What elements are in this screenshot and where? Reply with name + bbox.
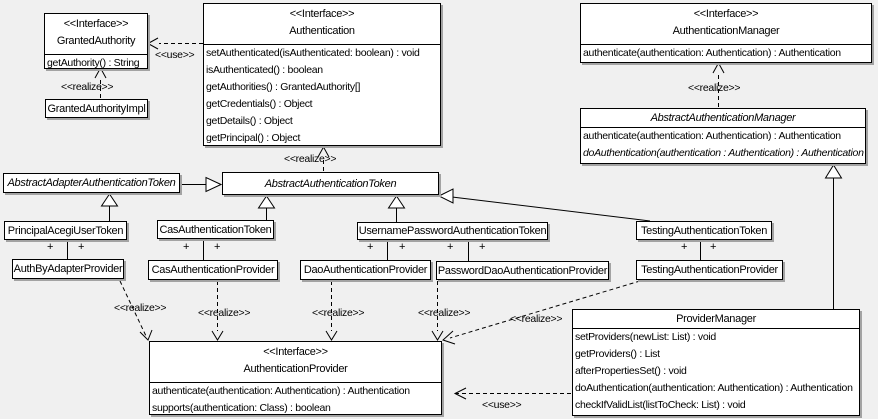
method: getPrincipal() : Object — [206, 132, 301, 144]
class-name: AbstractAdapterAuthenticationToken — [7, 177, 176, 189]
class-name: TestingAuthenticationProvider — [641, 264, 778, 276]
class-name: AuthByAdapterProvider — [13, 263, 123, 275]
class-name: DaoAuthenticationProvider — [303, 264, 428, 276]
edge-label-use: <<use>> — [482, 399, 522, 411]
method: afterPropertiesSet() : void — [575, 365, 687, 377]
method: setAuthenticated(isAuthenticated: boolea… — [206, 47, 420, 59]
class-password-dao-authentication-provider: PasswordDaoAuthenticationProvider — [436, 261, 609, 280]
class-title: <<Interface>> AuthenticationProvider — [150, 342, 441, 382]
method: isAuthenticated() : boolean — [206, 64, 323, 76]
stereotype: <<Interface>> — [63, 18, 129, 30]
edge-label-realize: <<realize>> — [61, 81, 114, 93]
class-granted-authority-impl: GrantedAuthorityImpl — [45, 99, 148, 118]
edge-label-realize: <<realize>> — [312, 307, 365, 319]
method: getProviders() : List — [575, 348, 660, 360]
method: supports(authentication: Class) : boolea… — [152, 402, 331, 414]
method: setProviders(newList: List) : void — [575, 331, 716, 343]
assoc-plus-label: + — [183, 241, 190, 253]
methods-compartment: setAuthenticated(isAuthenticated: boolea… — [204, 44, 440, 145]
class-testing-authentication-token: TestingAuthenticationToken — [636, 221, 772, 240]
class-name: AbstractAuthenticationToken — [264, 177, 397, 190]
assoc-plus-label: + — [399, 241, 406, 253]
stereotype: <<Interface>> — [263, 346, 328, 358]
class-title: <<Interface>> GrantedAuthority — [45, 14, 147, 54]
assoc-plus-label: + — [214, 241, 221, 253]
stereotype: <<Interface>> — [289, 8, 355, 20]
edge-label-realize: <<realize>> — [418, 307, 471, 319]
association-edges — [67, 239, 701, 262]
method: authenticate(authentication: Authenticat… — [583, 47, 841, 59]
assoc-plus-label: + — [479, 241, 486, 253]
edge-label-realize: <<realize>> — [114, 302, 167, 314]
method: getAuthorities() : GrantedAuthority[] — [206, 81, 361, 93]
class-title: <<Interface>> Authentication — [204, 4, 440, 44]
class-username-password-authentication-token: UsernamePasswordAuthenticationToken — [357, 222, 548, 240]
class-name: ProviderManager — [676, 313, 756, 325]
class-name: AbstractAuthenticationManager — [650, 112, 796, 124]
methods-compartment: setProviders(newList: List) : void getPr… — [573, 328, 859, 414]
class-abstract-authentication-manager: AbstractAuthenticationManager authentica… — [580, 108, 866, 164]
methods-compartment: authenticate(authentication: Authenticat… — [581, 127, 865, 162]
class-testing-authentication-provider: TestingAuthenticationProvider — [636, 260, 783, 280]
class-cas-authentication-token: CasAuthenticationToken — [157, 220, 274, 239]
class-dao-authentication-provider: DaoAuthenticationProvider — [300, 260, 431, 280]
method: getDetails() : Object — [206, 115, 293, 127]
stereotype: <<Interface>> — [693, 8, 759, 20]
assoc-plus-label: + — [447, 241, 454, 253]
class-name: CasAuthenticationProvider — [151, 264, 275, 276]
assoc-plus-label: + — [47, 241, 54, 253]
edge-label-realize: <<realize>> — [284, 153, 337, 165]
class-name: GrantedAuthorityImpl — [47, 102, 146, 115]
class-authentication-manager: <<Interface>> AuthenticationManager auth… — [580, 3, 872, 63]
class-name: UsernamePasswordAuthenticationToken — [358, 225, 547, 237]
method: doAuthentication(authentication : Authen… — [583, 147, 864, 159]
edge-label-realize: <<realize>> — [198, 307, 251, 319]
class-authentication-provider: <<Interface>> AuthenticationProvider aut… — [149, 341, 442, 415]
methods-compartment: getAuthority() : String — [45, 54, 147, 69]
class-authentication: <<Interface>> Authentication setAuthenti… — [203, 3, 441, 146]
methods-compartment: authenticate(authentication: Authenticat… — [150, 382, 441, 414]
method: checkIfValidList(listToCheck: List) : vo… — [575, 399, 746, 411]
class-name: Authentication — [289, 25, 355, 37]
assoc-plus-label: + — [710, 241, 717, 253]
class-name: PrincipalAcegiUserToken — [7, 224, 124, 237]
class-auth-by-adapter-provider: AuthByAdapterProvider — [12, 259, 124, 279]
method: getAuthority() : String — [47, 57, 140, 69]
assoc-plus-label: + — [78, 241, 85, 253]
class-name: CasAuthenticationToken — [159, 223, 272, 236]
methods-compartment: authenticate(authentication: Authenticat… — [581, 44, 871, 62]
edge-label-realize: <<realize>> — [688, 82, 741, 94]
class-name: AuthenticationProvider — [243, 363, 348, 375]
method: authenticate(authentication: Authenticat… — [583, 130, 841, 142]
method: doAuthentication(authentication: Authent… — [575, 382, 853, 394]
open-arrowheads — [94, 37, 725, 400]
class-title: <<Interface>> AuthenticationManager — [581, 4, 871, 44]
method: getCredentials() : Object — [206, 98, 313, 110]
class-abstract-authentication-token: AbstractAuthenticationToken — [222, 172, 439, 195]
edge-label-realize: <<realize>> — [510, 313, 563, 325]
class-provider-manager: ProviderManager setProviders(newList: Li… — [572, 309, 860, 416]
method: authenticate(authentication: Authenticat… — [152, 385, 410, 397]
assoc-plus-label: + — [367, 241, 374, 253]
class-name: PasswordDaoAuthenticationProvider — [437, 264, 608, 277]
class-name: GrantedAuthority — [56, 35, 136, 47]
class-granted-authority: <<Interface>> GrantedAuthority getAuthor… — [44, 13, 148, 69]
class-name: AuthenticationManager — [672, 25, 780, 37]
class-principal-acegi-user-token: PrincipalAcegiUserToken — [4, 221, 127, 240]
realize-use-edges — [100, 43, 719, 394]
edge-label-use: <<use>> — [155, 49, 195, 61]
class-name: TestingAuthenticationToken — [640, 224, 768, 237]
class-cas-authentication-provider: CasAuthenticationProvider — [148, 260, 278, 280]
assoc-plus-label: + — [681, 241, 688, 253]
class-abstract-adapter-authentication-token: AbstractAdapterAuthenticationToken — [3, 173, 180, 193]
generalization-edges — [100, 164, 843, 309]
